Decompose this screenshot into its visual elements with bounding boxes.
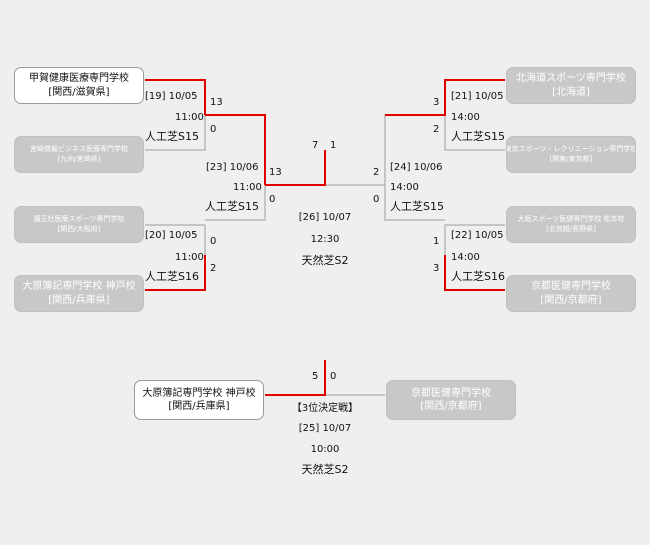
- m23-venue: 人工芝S15: [205, 200, 259, 213]
- m19-venue: 人工芝S15: [145, 130, 199, 143]
- team-r4[interactable]: 京都医健専門学校 [関西/京都府]: [506, 275, 636, 312]
- m23-time: 11:00: [233, 182, 262, 193]
- line-r34-loser: [384, 185, 445, 221]
- m21-score-bottom: 2: [433, 124, 440, 135]
- team-name: 大原簿記専門学校 神戸校: [142, 387, 256, 399]
- team-region: [関西/京都府]: [420, 401, 482, 412]
- m26-venue: 天然芝S2: [301, 254, 349, 267]
- m20-label: [20] 10/05: [145, 230, 198, 241]
- line-r2: [444, 115, 505, 151]
- team-region: [関西/京都府]: [540, 294, 602, 306]
- m24-label: [24] 10/06: [390, 162, 443, 173]
- team-name: 東京スポーツ・レクリエーション専門学校: [506, 145, 636, 154]
- team-r1[interactable]: 北海道スポーツ専門学校 [北海道]: [506, 67, 636, 104]
- m22-label: [22] 10/05: [451, 230, 504, 241]
- m23-label: [23] 10/06: [206, 162, 259, 173]
- team-name: 宮崎情報ビジネス医療専門学校: [30, 145, 128, 154]
- team-name: 京都医健専門学校: [411, 387, 491, 399]
- m20-score-top: 0: [210, 236, 217, 247]
- line-l3: [145, 224, 206, 255]
- team-r3[interactable]: 大阪スポーツ医健専門学校 松本校 [北信越/長野県]: [506, 206, 636, 243]
- line-third-left-win: [265, 360, 326, 396]
- team-name: 北海道スポーツ専門学校: [516, 73, 626, 84]
- m25-time: 10:00: [310, 444, 340, 455]
- line-l1-win: [145, 79, 206, 115]
- line-r3: [444, 224, 505, 255]
- team-region: [関西/大阪府]: [57, 224, 101, 233]
- m22-time: 14:00: [451, 252, 480, 263]
- m19-score-top: 13: [210, 97, 223, 108]
- m23-score-bottom: 0: [269, 194, 276, 205]
- m25-venue: 天然芝S2: [301, 463, 349, 476]
- team-name: 履正社医療スポーツ専門学校: [33, 215, 125, 224]
- m21-score-top: 3: [433, 97, 440, 108]
- team-r2[interactable]: 東京スポーツ・レクリエーション専門学校 [関東/東京都]: [506, 136, 636, 173]
- m25-score-left: 5: [312, 371, 319, 382]
- m20-time: 11:00: [175, 252, 204, 263]
- team-region: [関西/滋賀県]: [48, 86, 110, 98]
- m20-venue: 人工芝S16: [145, 270, 199, 283]
- line-r1-win: [385, 79, 505, 116]
- m21-time: 14:00: [451, 112, 480, 123]
- line-semi-left-win: [265, 150, 326, 186]
- team-region: [北信越/長野県]: [546, 224, 596, 233]
- m19-time: 11:00: [175, 112, 204, 123]
- m24-score-top: 2: [373, 167, 380, 178]
- m25-label: [25] 10/07: [298, 423, 352, 434]
- line-r4-win: [444, 255, 505, 291]
- team-region: [北海道]: [552, 86, 590, 98]
- m24-venue: 人工芝S15: [390, 200, 444, 213]
- m22-score-bottom: 3: [433, 263, 440, 274]
- m24-score-bottom: 0: [373, 194, 380, 205]
- line-l12-win: [205, 114, 266, 185]
- m24-time: 14:00: [390, 182, 419, 193]
- team-region: [関西/兵庫県]: [168, 401, 230, 412]
- team-l1[interactable]: 甲賀健康医療専門学校 [関西/滋賀県]: [14, 67, 144, 104]
- team-name: 大原簿記専門学校 神戸校: [22, 281, 136, 292]
- m26-label: [26] 10/07: [298, 212, 352, 223]
- m22-venue: 人工芝S16: [451, 270, 505, 283]
- line-l4-win: [145, 255, 206, 291]
- team-region: [関東/東京都]: [549, 154, 593, 163]
- team-name: 京都医健専門学校: [531, 281, 611, 292]
- team-third-right[interactable]: 京都医健専門学校 [関西/京都府]: [386, 380, 516, 420]
- team-l4[interactable]: 大原簿記専門学校 神戸校 [関西/兵庫県]: [14, 275, 144, 312]
- team-region: [関西/兵庫県]: [48, 294, 110, 306]
- line-l34-loser: [205, 185, 266, 221]
- team-name: 甲賀健康医療専門学校: [29, 73, 129, 84]
- m22-score-top: 1: [433, 236, 440, 247]
- m21-label: [21] 10/05: [451, 91, 504, 102]
- m19-label: [19] 10/05: [145, 91, 198, 102]
- m26-time: 12:30: [310, 234, 340, 245]
- m25-title: 【3位決定戦】: [291, 403, 359, 414]
- team-l2[interactable]: 宮崎情報ビジネス医療専門学校 [九州/宮崎県]: [14, 136, 144, 173]
- m23-score-top: 13: [269, 167, 282, 178]
- line-l2: [145, 115, 206, 151]
- m21-venue: 人工芝S15: [451, 130, 505, 143]
- m26-score-right: 1: [330, 140, 337, 151]
- team-region: [九州/宮崎県]: [57, 154, 101, 163]
- m19-score-bottom: 0: [210, 124, 217, 135]
- m20-score-bottom: 2: [210, 263, 217, 274]
- m26-score-left: 7: [312, 140, 319, 151]
- team-name: 大阪スポーツ医健専門学校 松本校: [517, 215, 625, 224]
- team-third-left[interactable]: 大原簿記専門学校 神戸校 [関西/兵庫県]: [134, 380, 264, 420]
- m25-score-right: 0: [330, 371, 337, 382]
- team-l3[interactable]: 履正社医療スポーツ専門学校 [関西/大阪府]: [14, 206, 144, 243]
